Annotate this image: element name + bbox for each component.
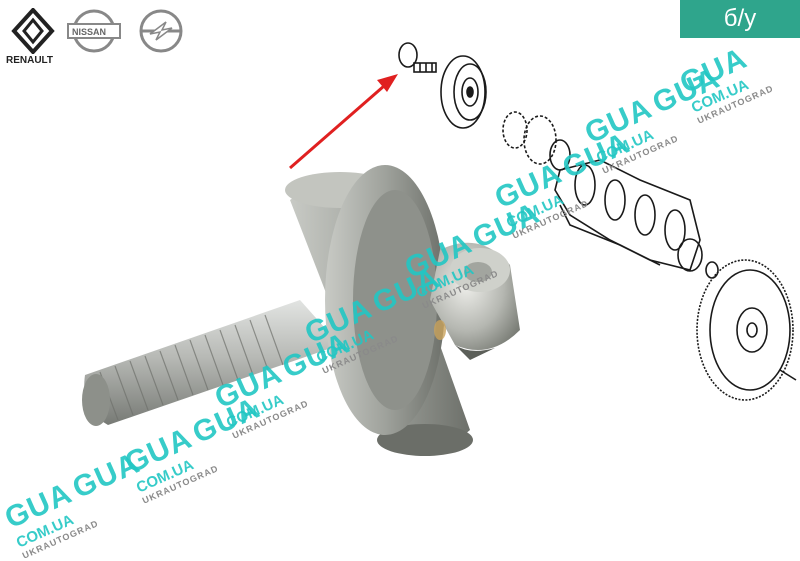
crankshaft-diagram xyxy=(82,42,797,456)
pulley-drawing xyxy=(440,55,487,129)
nissan-logo-icon xyxy=(64,8,124,59)
renault-logo-icon xyxy=(10,7,56,59)
bolt-photo xyxy=(82,165,520,456)
renault-logo-label: RENAULT xyxy=(6,55,54,66)
small-bolt-drawing xyxy=(398,42,437,73)
crankshaft-drawing xyxy=(554,159,703,272)
nissan-logo-label: NISSAN xyxy=(72,27,107,37)
condition-badge: б/у xyxy=(680,0,800,38)
opel-logo-icon xyxy=(136,8,186,59)
flywheel-drawing xyxy=(696,259,797,401)
red-arrow-icon xyxy=(289,74,398,170)
